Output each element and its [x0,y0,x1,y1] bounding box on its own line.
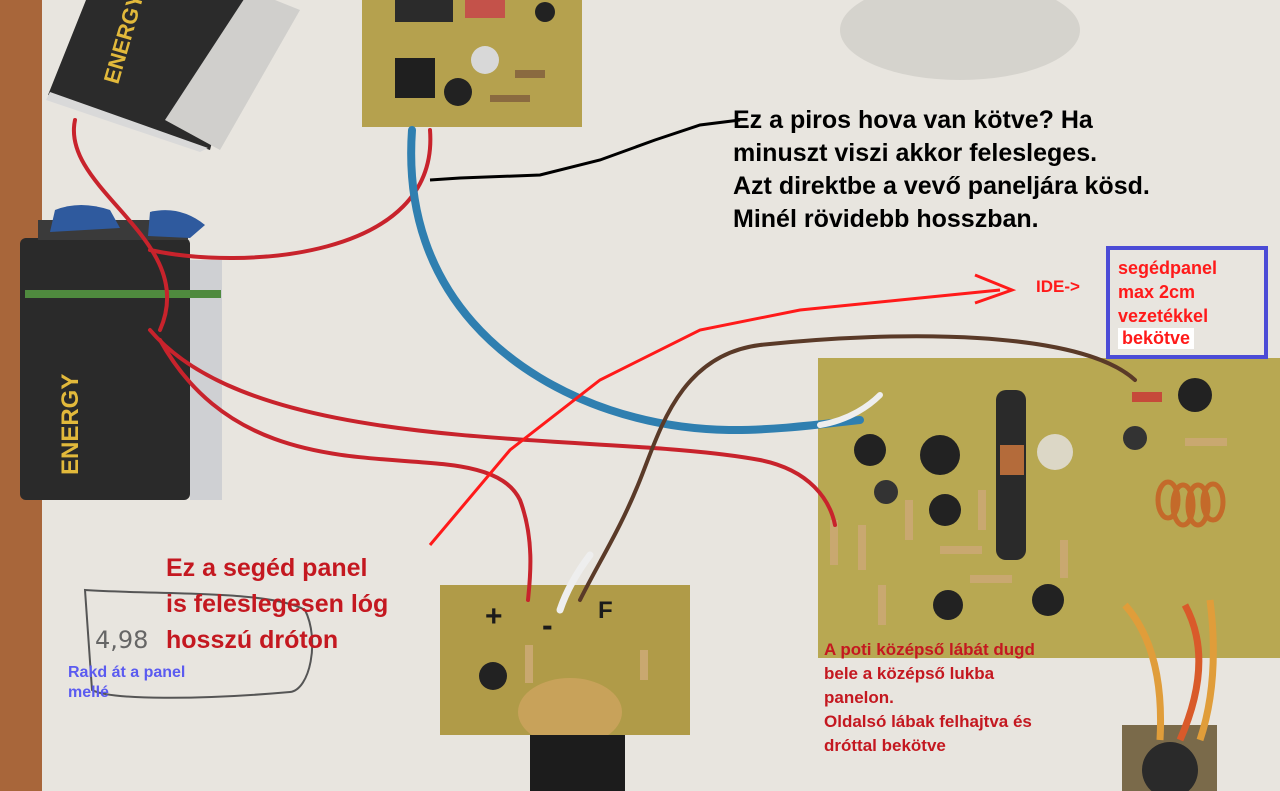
handwriting-note: 4,98 [95,626,148,654]
wire-white [817,392,883,428]
small-pcb-plus: + [485,600,503,633]
helper-panel-annotation: Ez a segéd panel is feleslegesen lóg hos… [166,554,389,654]
potentiometer-annotation: A poti középső lábát dugd bele a középső… [824,640,1035,755]
move-panel-annotation: Rakd át a panel mellé [68,664,186,701]
helper-panel-note-last: bekötve [1118,328,1195,349]
wire-red-to-top-pcb [148,128,433,260]
red-arrow-head [974,273,1017,305]
helper-panel-note: segédpanel max 2cm vezetékkel [1118,258,1218,326]
wire-red-battery [71,118,170,332]
handwritten-oval [83,588,314,699]
battery-top: ENERGY [46,0,300,152]
wire-white-small [556,551,594,614]
battery-left-brand: ENERGY [57,374,84,475]
wire-red-to-small-pcb [158,338,533,602]
wire-brown [578,334,1137,602]
wires [71,118,1137,614]
main-pcb [818,358,1280,658]
black-pointer-line [429,118,741,182]
helper-panel-box [1106,246,1268,359]
main-annotation: Ez a piros hova van kötve? Ha minuszt vi… [733,106,1150,233]
potentiometer [518,678,622,746]
small-pcb-minus: - [542,607,553,643]
red-arrow-line [428,288,1001,546]
pot-bottom [1122,599,1217,791]
battery-left: ENERGY [20,205,222,500]
top-pcb [362,0,582,127]
wire-red-to-main-pcb [148,328,837,527]
wire-blue [407,126,864,434]
coil [1155,479,1226,528]
small-pcb-f: F [598,597,613,624]
ide-arrow-label: IDE-> [1036,277,1080,296]
small-pcb: + - F [440,585,690,791]
background-shadow [840,0,1080,80]
annotation-drawings [83,118,1017,699]
